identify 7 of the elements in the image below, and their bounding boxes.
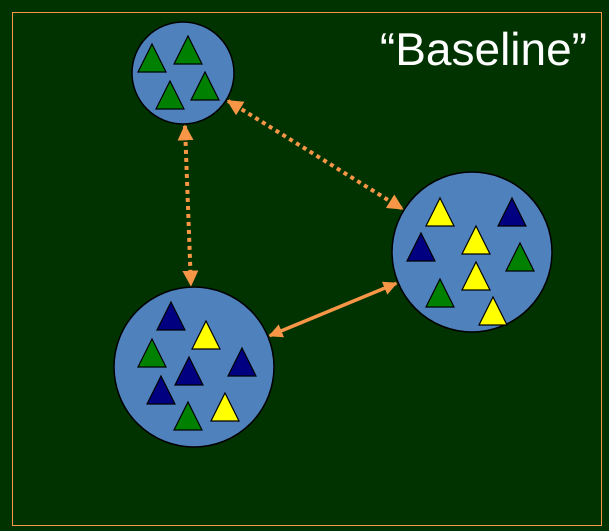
double-arrow [178,124,198,287]
double-arrow [268,282,398,338]
title: “Baseline” [380,22,587,76]
double-arrow [226,99,404,211]
triangle-cluster-drawing [131,21,235,125]
triangle-cluster-drawing [113,286,275,448]
triangle-cluster-drawing [391,171,553,333]
